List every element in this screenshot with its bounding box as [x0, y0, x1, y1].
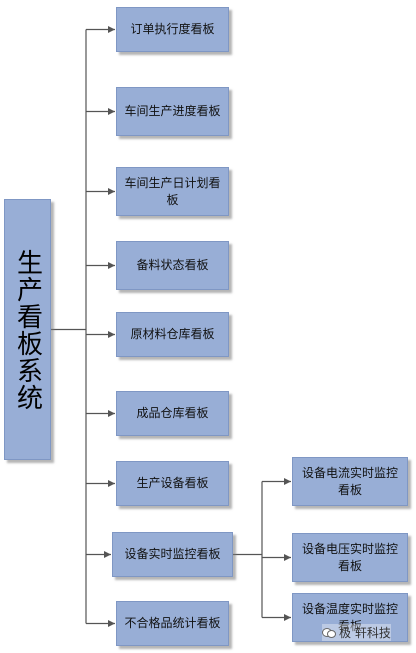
board-node-label: 订单执行度看板 — [130, 22, 215, 36]
monitor-node-current: 设备电流实时监控看板 — [292, 457, 408, 506]
board-node-label: 车间生产日计划看板 — [124, 175, 221, 207]
board-node-equipment-monitoring: 设备实时监控看板 — [112, 532, 233, 577]
root-node: 生产看板系统 — [4, 199, 51, 460]
watermark-text: 极 轩科技 — [339, 626, 391, 640]
monitor-node-label: 设备电压实时监控看板 — [301, 541, 398, 573]
board-node-finished-goods-warehouse: 成品仓库看板 — [116, 391, 229, 436]
board-node-order-execution: 订单执行度看板 — [116, 7, 229, 52]
board-node-production-equipment: 生产设备看板 — [116, 461, 229, 506]
board-node-workshop-progress: 车间生产进度看板 — [116, 87, 229, 136]
board-node-label: 车间生产进度看板 — [124, 104, 221, 118]
board-node-daily-plan: 车间生产日计划看板 — [116, 167, 229, 216]
board-node-defect-statistics: 不合格品统计看板 — [116, 601, 229, 646]
board-node-material-status: 备料状态看板 — [116, 241, 229, 290]
monitor-node-label: 设备温度实时监控看板 — [301, 601, 398, 633]
watermark: 极 轩科技 — [322, 624, 391, 641]
root-node-label: 生产看板系统 — [12, 248, 43, 411]
board-node-label: 生产设备看板 — [136, 476, 209, 490]
monitor-node-voltage: 设备电压实时监控看板 — [292, 533, 408, 582]
wechat-icon — [322, 627, 336, 638]
board-node-label: 备料状态看板 — [136, 258, 209, 272]
board-node-label: 成品仓库看板 — [136, 406, 209, 420]
board-node-label: 设备实时监控看板 — [124, 547, 221, 561]
board-node-raw-material-warehouse: 原材料仓库看板 — [116, 312, 229, 357]
monitor-node-temperature: 设备温度实时监控看板 — [292, 593, 408, 642]
board-node-label: 原材料仓库看板 — [130, 327, 215, 341]
monitor-node-label: 设备电流实时监控看板 — [301, 465, 398, 497]
board-node-label: 不合格品统计看板 — [124, 616, 221, 630]
